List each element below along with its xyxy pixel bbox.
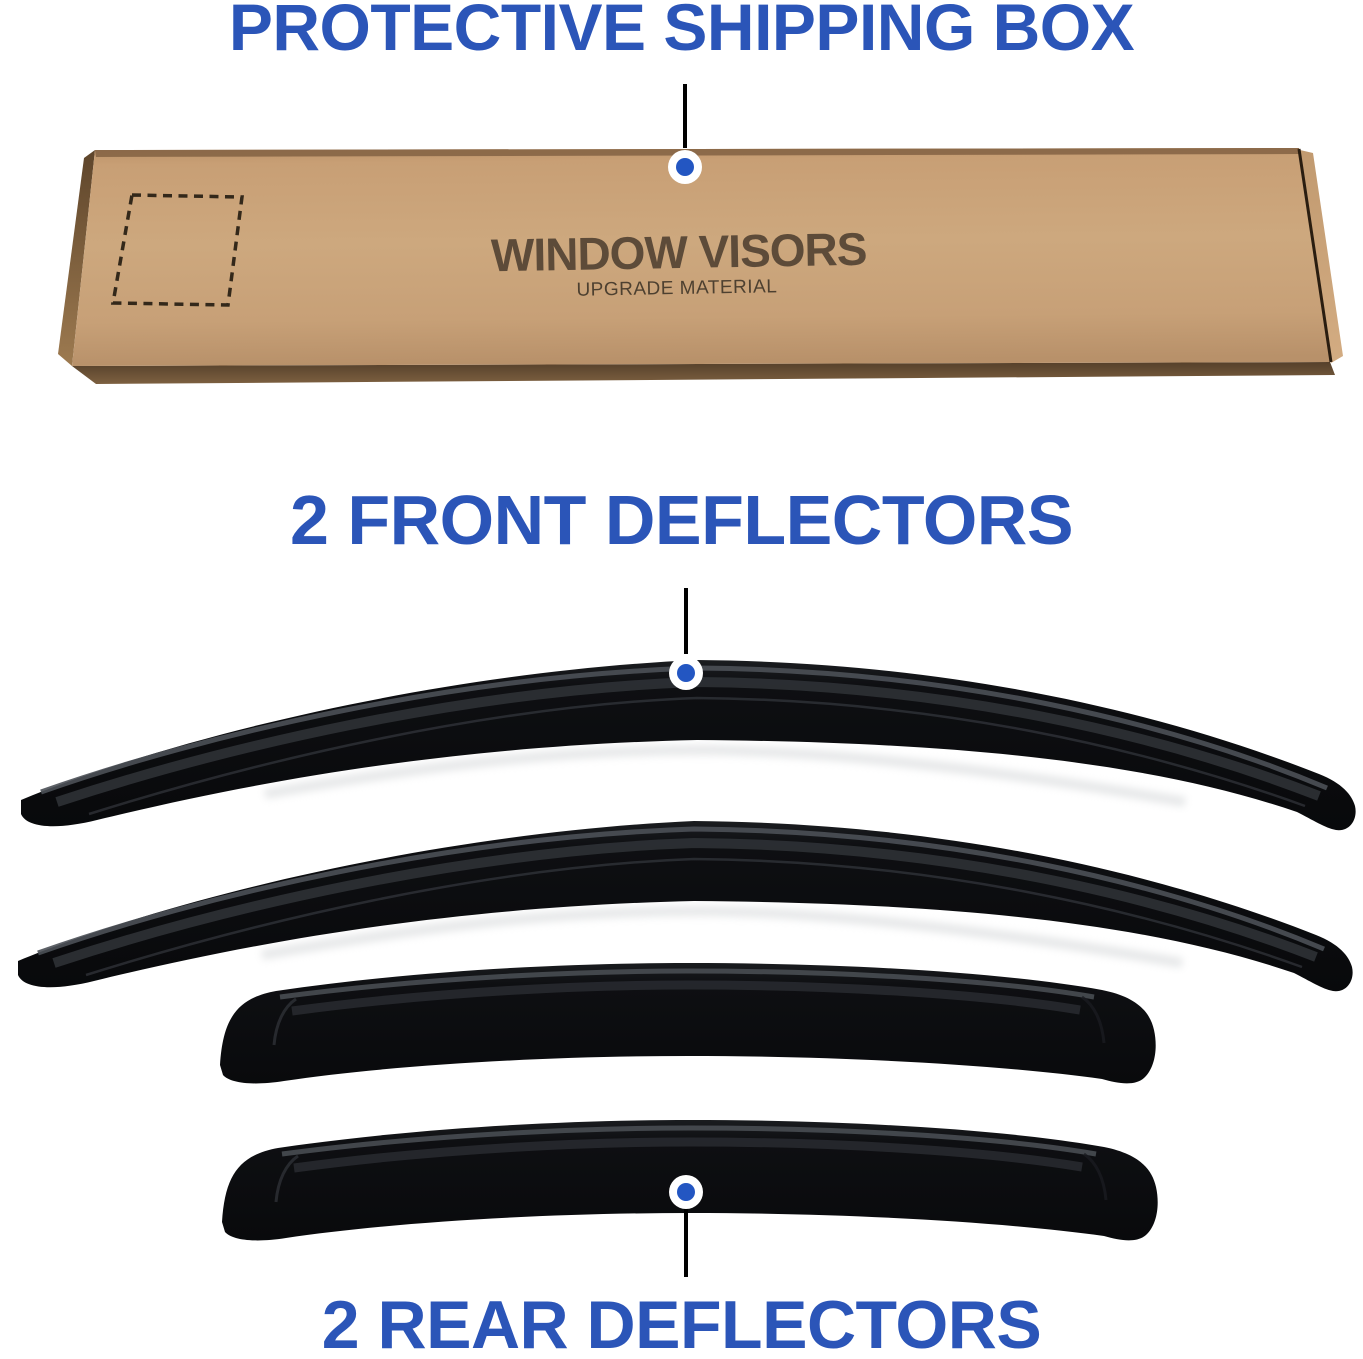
box-right-end-panel	[1300, 150, 1343, 363]
marker-dot-icon	[669, 656, 703, 690]
box-top-flap-edge	[95, 148, 1300, 157]
marker-dot-icon	[669, 1175, 703, 1209]
callout-line	[683, 84, 687, 148]
box-bottom-edge	[72, 362, 1335, 384]
box-right-seam	[1297, 148, 1333, 363]
box-dashed-panel	[110, 193, 244, 307]
shipping-box-image: WINDOW VISORS UPGRADE MATERIAL	[58, 148, 1343, 384]
callout-line	[684, 588, 688, 654]
box-stamp-subtitle: UPGRADE MATERIAL	[576, 276, 777, 301]
marker-dot-center	[677, 1183, 695, 1201]
box-stamp-title: WINDOW VISORS	[491, 223, 867, 282]
front-deflector-image-2	[18, 821, 1353, 992]
callout-label-front-deflectors: 2 FRONT DEFLECTORS	[289, 481, 1074, 559]
callout-line	[684, 1209, 688, 1277]
marker-dot-center	[676, 158, 694, 176]
box-top-face	[72, 148, 1331, 366]
marker-dot-center	[677, 664, 695, 682]
callout-label-shipping-box: PROTECTIVE SHIPPING BOX	[228, 0, 1135, 64]
callout-label-rear-deflectors: 2 REAR DEFLECTORS	[321, 1287, 1042, 1359]
marker-dot-icon	[668, 150, 702, 184]
rear-deflector-image-1	[220, 963, 1156, 1084]
box-left-end-panel	[58, 150, 95, 366]
